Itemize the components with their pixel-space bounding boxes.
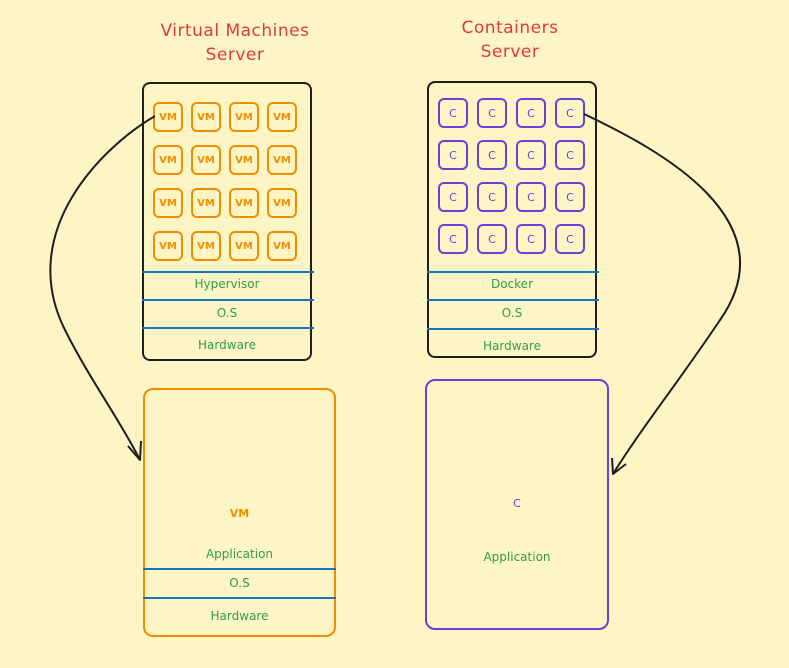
vm-layer-hardware: Hardware <box>198 338 256 352</box>
container-detail-application: Application <box>483 550 551 564</box>
vm-tile: VM <box>267 102 297 132</box>
vm-tile: VM <box>267 145 297 175</box>
container-tile: C <box>477 98 507 128</box>
vm-layer-divider <box>142 271 314 273</box>
container-detail-label: C <box>513 497 521 510</box>
container-tile: C <box>555 224 585 254</box>
vm-detail-box: VM Application O.S Hardware <box>143 388 336 637</box>
container-tile: C <box>555 182 585 212</box>
vm-tile: VM <box>191 188 221 218</box>
ct-layer-hardware: Hardware <box>483 339 541 353</box>
vm-detail-divider <box>143 568 336 570</box>
vm-tile: VM <box>153 188 183 218</box>
vm-detail-label: VM <box>229 507 250 520</box>
vm-tile: VM <box>191 102 221 132</box>
container-tile: C <box>516 98 546 128</box>
vm-tile: VM <box>191 231 221 261</box>
vm-detail-hardware: Hardware <box>210 609 269 623</box>
container-tile: C <box>438 98 468 128</box>
ct-layer-divider <box>427 299 599 301</box>
ct-layer-divider <box>427 271 599 273</box>
vm-title-line2: Server <box>205 45 265 65</box>
vm-server-title: Virtual Machines Server <box>130 19 340 67</box>
container-tile: C <box>516 182 546 212</box>
vm-tile: VM <box>267 188 297 218</box>
vm-to-detail-arrow <box>49 115 156 461</box>
container-tile: C <box>438 140 468 170</box>
vm-tile: VM <box>229 145 259 175</box>
vm-layer-divider <box>142 299 314 301</box>
container-tile: C <box>438 182 468 212</box>
container-arrowhead <box>611 457 627 475</box>
container-tile: C <box>516 140 546 170</box>
vm-detail-application: Application <box>205 547 274 561</box>
vm-detail-os: O.S <box>229 576 250 590</box>
ct-layer-os: O.S <box>501 306 523 320</box>
vm-tile: VM <box>229 188 259 218</box>
ct-layer-docker: Docker <box>490 277 534 291</box>
vm-tile: VM <box>229 102 259 132</box>
container-tile: C <box>477 224 507 254</box>
vm-tile: VM <box>153 231 183 261</box>
vm-detail-divider <box>143 597 336 599</box>
ct-title-line2: Server <box>480 42 540 62</box>
vm-layer-hypervisor: Hypervisor <box>194 277 260 291</box>
vm-layer-os: O.S <box>216 306 238 320</box>
ct-layer-divider <box>427 328 599 330</box>
container-tile: C <box>477 140 507 170</box>
vm-tile: VM <box>153 145 183 175</box>
vm-layer-divider <box>142 327 314 329</box>
container-tile: C <box>516 224 546 254</box>
container-tile: C <box>555 98 585 128</box>
ct-title-line1: Containers <box>461 18 559 38</box>
vm-title-line1: Virtual Machines <box>160 21 310 41</box>
container-tile: C <box>477 182 507 212</box>
container-detail-box: C Application <box>425 379 609 630</box>
container-tile: C <box>438 224 468 254</box>
container-tile: C <box>555 140 585 170</box>
vm-tile: VM <box>191 145 221 175</box>
vm-arrowhead <box>127 440 142 461</box>
container-to-detail-arrow <box>583 113 741 475</box>
vm-tile: VM <box>267 231 297 261</box>
vm-tile: VM <box>229 231 259 261</box>
container-server-title: Containers Server <box>410 16 610 64</box>
